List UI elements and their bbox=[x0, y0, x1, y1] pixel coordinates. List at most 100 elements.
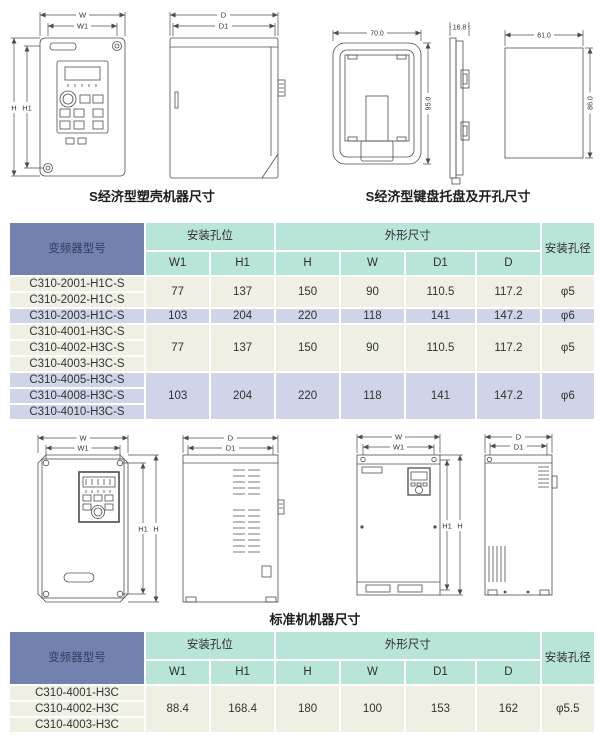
value-cell: 110.5 bbox=[405, 277, 476, 307]
col-header-d1: D1 bbox=[405, 661, 476, 684]
dimension-labels: 70.0 95.0 16.8 61.0 86.0 bbox=[367, 22, 595, 114]
col-header-model: 变频器型号 bbox=[10, 223, 144, 275]
table-row: C310-2002-H1C-S bbox=[10, 293, 594, 307]
front-view-standard-small bbox=[37, 454, 129, 603]
table-row: C310-4002-H3C bbox=[10, 702, 594, 716]
value-cell: 204 bbox=[211, 373, 274, 419]
model-cell: C310-4005-H3C-S bbox=[10, 373, 144, 387]
vent-grille-bottom bbox=[233, 509, 260, 553]
model-cell: C310-4002-H3C bbox=[10, 702, 144, 716]
table-row: C310-4002-H3C-S bbox=[10, 341, 594, 355]
value-cell: 147.2 bbox=[477, 373, 540, 419]
caption-s-keypad-tray: S经济型键盘托盘及开孔尺寸 bbox=[365, 189, 531, 204]
value-cell: 162 bbox=[477, 686, 540, 732]
value-cell: 220 bbox=[275, 309, 340, 323]
value-cell: φ5.5 bbox=[541, 686, 594, 732]
tray-side-view bbox=[449, 37, 470, 185]
value-cell: 100 bbox=[341, 686, 404, 732]
col-header-w: W bbox=[341, 252, 404, 275]
value-cell: 110.5 bbox=[405, 325, 476, 371]
value-cell: 150 bbox=[275, 325, 340, 371]
dim-label-w1: W1 bbox=[393, 443, 404, 452]
col-header-h1: H1 bbox=[211, 661, 274, 684]
value-cell: 117.2 bbox=[477, 325, 540, 371]
value-cell: 147.2 bbox=[477, 309, 540, 323]
dimension-lines bbox=[356, 434, 553, 596]
model-cell: C310-2001-H1C-S bbox=[10, 277, 144, 291]
table-row: C310-4003-H3C bbox=[10, 718, 594, 732]
dimension-labels: W W1 H1 H D D1 bbox=[390, 432, 527, 531]
col-header-h: H bbox=[275, 661, 340, 684]
value-cell: 90 bbox=[341, 277, 404, 307]
dim-label-w: W bbox=[395, 433, 403, 442]
model-cell: C310-4003-H3C-S bbox=[10, 357, 144, 371]
dim-label-w: W bbox=[79, 434, 87, 443]
col-header-d: D bbox=[477, 252, 540, 275]
value-cell: 137 bbox=[211, 277, 274, 307]
value-cell: 150 bbox=[275, 277, 340, 307]
dim-label-h1: H1 bbox=[22, 104, 32, 113]
standard-dimension-table: 变频器型号 安装孔位 外形尺寸 安装孔径 W1 H1 H W D1 D C310… bbox=[8, 630, 596, 734]
s-economy-case-drawing: W W1 H H1 D D1 bbox=[9, 10, 286, 179]
model-cell: C310-4010-H3C-S bbox=[10, 405, 144, 419]
table-row: C310-4003-H3C-S bbox=[10, 357, 594, 371]
col-header-model: 变频器型号 bbox=[10, 632, 144, 684]
dim-label-d1: D1 bbox=[226, 444, 236, 453]
model-cell: C310-4002-H3C-S bbox=[10, 341, 144, 355]
value-cell: 180 bbox=[275, 686, 340, 732]
front-view-small-vfd bbox=[39, 37, 126, 177]
col-header-hole-diameter: 安装孔径 bbox=[541, 632, 594, 684]
dim-label-w1: W1 bbox=[77, 444, 88, 453]
dimension-lines bbox=[37, 435, 279, 603]
value-cell: 103 bbox=[145, 373, 210, 419]
dim-label-tray-height: 95.0 bbox=[426, 97, 433, 111]
model-cell: C310-2002-H1C-S bbox=[10, 293, 144, 307]
dim-label-w1: W1 bbox=[77, 22, 88, 31]
cutout-view bbox=[504, 47, 584, 159]
model-cell: C310-4001-H3C bbox=[10, 686, 144, 700]
value-cell: 118 bbox=[341, 309, 404, 323]
model-cell: C310-2003-H1C-S bbox=[10, 309, 144, 323]
dim-label-d: D bbox=[516, 433, 522, 442]
side-view-standard-large bbox=[484, 454, 558, 596]
dim-label-d1: D1 bbox=[219, 22, 229, 31]
value-cell: φ5 bbox=[541, 325, 594, 371]
col-header-w1: W1 bbox=[145, 661, 210, 684]
value-cell: 77 bbox=[145, 277, 210, 307]
col-group-outline-dims: 外形尺寸 bbox=[275, 223, 540, 250]
col-header-w: W bbox=[341, 661, 404, 684]
value-cell: 77 bbox=[145, 325, 210, 371]
dim-table-2: 变频器型号 安装孔位 外形尺寸 安装孔径 W1 H1 H W D1 D C310… bbox=[8, 630, 596, 734]
dim-label-d: D bbox=[228, 434, 234, 443]
dimension-lines bbox=[11, 12, 279, 177]
col-header-h1: H1 bbox=[211, 252, 274, 275]
side-view-small-vfd bbox=[169, 37, 286, 179]
dim-label-tray-width: 70.0 bbox=[370, 31, 384, 38]
value-cell: 204 bbox=[211, 309, 274, 323]
dimension-labels: W W1 H H1 D D1 bbox=[9, 10, 232, 113]
col-group-mounting-holes: 安装孔位 bbox=[145, 223, 274, 250]
standard-machine-drawing-large: W W1 H1 H D D1 bbox=[356, 432, 558, 596]
model-cell: C310-4001-H3C-S bbox=[10, 325, 144, 339]
dim-label-tray-depth: 16.8 bbox=[453, 25, 467, 32]
value-cell: 90 bbox=[341, 325, 404, 371]
standard-machine-drawing-small: W W1 H1 H D D1 bbox=[37, 433, 285, 603]
col-header-hole-diameter: 安装孔径 bbox=[541, 223, 594, 275]
value-cell: 118 bbox=[341, 373, 404, 419]
dim-label-h: H bbox=[457, 522, 462, 531]
col-group-mounting-holes: 安装孔位 bbox=[145, 632, 274, 659]
keypad-tray-drawing: 70.0 95.0 16.8 61.0 86.0 bbox=[332, 22, 595, 185]
dim-label-cutout-width: 61.0 bbox=[537, 33, 551, 40]
dim-label-h1: H1 bbox=[138, 525, 148, 534]
dim-label-h1: H1 bbox=[442, 522, 452, 531]
col-header-h: H bbox=[275, 252, 340, 275]
dim-label-w: W bbox=[79, 11, 87, 20]
dim-table-1: 变频器型号 安装孔位 外形尺寸 安装孔径 W1 H1 H W D1 D C310… bbox=[8, 221, 596, 421]
col-header-d1: D1 bbox=[405, 252, 476, 275]
tray-front-view bbox=[332, 42, 422, 165]
value-cell: 220 bbox=[275, 373, 340, 419]
value-cell: φ5 bbox=[541, 277, 594, 307]
